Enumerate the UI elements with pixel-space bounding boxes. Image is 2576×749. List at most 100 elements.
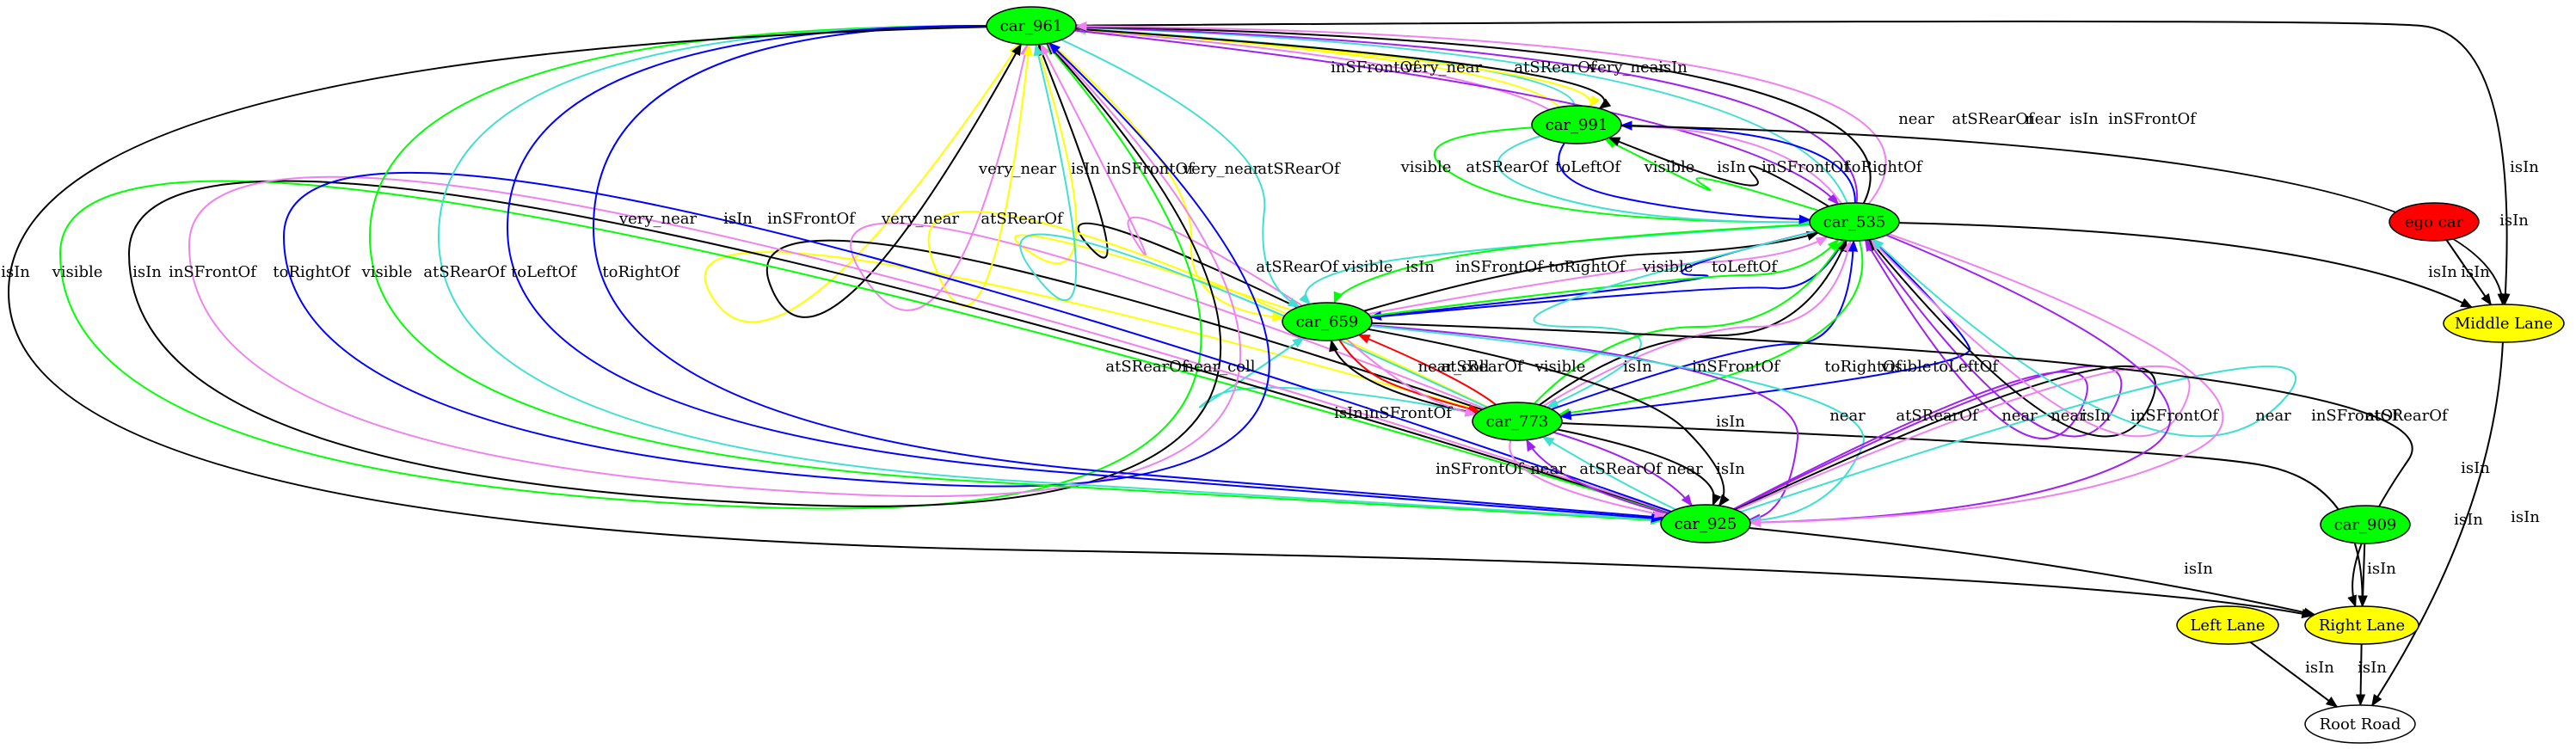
node-shape: [1472, 402, 1563, 441]
edge-label: near: [1829, 407, 1866, 425]
edge-label: atSRearOf: [1514, 58, 1597, 77]
node-shape: [1660, 504, 1751, 543]
node-car-961: car_961: [986, 6, 1077, 46]
edge-label: near: [2050, 407, 2087, 425]
node-label: car_961: [1000, 17, 1063, 35]
edge-car_991-inSFrontOf-car_961: [1073, 25, 1550, 111]
edge-label: isIn: [2428, 263, 2457, 281]
edge-label: near_coll: [1183, 358, 1255, 376]
node-car-773: car_773: [1472, 402, 1563, 441]
edge-label: inSFrontOf: [1761, 158, 1850, 176]
edge-car_659-near_coll-car_773: [1338, 339, 1481, 414]
edge-label: toRightOf: [602, 263, 679, 281]
edge-label: toRightOf: [1548, 258, 1626, 276]
node-label: Root Road: [2320, 715, 2401, 734]
edge-label: very_near: [1404, 58, 1483, 77]
edge-label: isIn: [1717, 158, 1746, 176]
edge-label: isIn: [1071, 160, 1100, 178]
edge-label: isIn: [132, 263, 162, 281]
node-right-lane: Right Lane: [2304, 605, 2419, 645]
node-layer: car_961car_991car_535car_659car_773car_9…: [986, 6, 2565, 744]
edge-label: isIn: [1716, 413, 1745, 431]
edge-label: isIn: [1716, 460, 1745, 478]
edge-label: isIn: [2069, 110, 2099, 128]
edge-label: toLeftOf: [1933, 358, 1999, 376]
edge-label: isIn: [723, 210, 753, 228]
node-shape: [2176, 605, 2279, 645]
edge-car_659-inSFrontOf-car_773: [1345, 338, 1478, 417]
edge-car_961-isIn-middle_lane: [1075, 20, 2511, 306]
edge-label: atSRearOf: [1257, 160, 1341, 178]
edge-car_535-visible-car_773: [1558, 240, 1864, 418]
edge-car_925-visible-car_961: [58, 42, 1669, 514]
edge-car_925-near-car_535: [1734, 238, 2123, 511]
edge-label: near: [2001, 407, 2038, 425]
edge-label: visible: [1880, 358, 1932, 376]
edge-car_659-visible-car_535: [1369, 238, 1840, 317]
edge-label: isIn: [1405, 258, 1435, 276]
edge-car_773-inSFrontOf-car_925: [1509, 439, 1667, 519]
edge-label: isIn: [2454, 511, 2483, 529]
edge-label: near_coll: [1417, 358, 1489, 376]
edge-car_925-isIn-car_535: [1735, 238, 2156, 511]
edge-label: isIn: [2367, 560, 2396, 578]
node-shape: [2304, 704, 2416, 744]
edge-label: isIn: [1623, 358, 1652, 376]
edge-label: inSFrontOf: [1106, 160, 1195, 178]
edge-label: toLeftOf: [511, 263, 577, 281]
edge-car_773-visible-car_535: [1533, 239, 1844, 405]
edge-car_991-atSRearOf-car_961: [1074, 24, 1576, 107]
edge-label: near: [2025, 110, 2061, 128]
edge-label: inSFrontOf: [1436, 460, 1524, 478]
edge-car_535-inSFrontOf-car_961: [1074, 21, 1887, 205]
node-shape: [986, 6, 1077, 46]
edge-label: isIn: [2184, 560, 2213, 578]
edge-car_773-isIn-car_961: [765, 43, 1483, 411]
edge-label: visible: [1534, 358, 1586, 376]
edge-label: isIn: [2305, 659, 2334, 677]
edge-label: isIn: [1334, 404, 1363, 422]
node-left-lane: Left Lane: [2176, 605, 2279, 645]
edge-car_961-near-car_535: [1074, 29, 1840, 206]
edge-car_535-atSRearOf-car_659: [1299, 224, 1811, 305]
edge-car_773-very_near-car_961: [704, 43, 1481, 412]
edge-car_773-near-car_925: [1553, 431, 1693, 507]
edge-label: very_near: [618, 210, 698, 228]
edge-car_961-toLeftOf-car_925: [506, 25, 1664, 523]
node-car-909: car_909: [2320, 505, 2411, 544]
edge-label: visible: [1342, 258, 1393, 276]
edge-car_773-very_near-car_961: [927, 43, 1489, 408]
edge-label: inSFrontOf: [2108, 110, 2197, 128]
edge-label: inSFrontOf: [2311, 407, 2400, 425]
edge-car_961-very_near-car_991: [1075, 28, 1601, 108]
edge-car_773-isIn-car_535: [1539, 239, 1847, 406]
edge-label: isIn: [2358, 659, 2387, 677]
edge-label: isIn: [2461, 263, 2490, 281]
edge-label: toLeftOf: [1712, 258, 1778, 276]
edge-car_659-very_near-car_961: [1014, 43, 1293, 311]
edge-label: atSRearOf: [1466, 158, 1549, 176]
edge-label: toRightOf: [1824, 358, 1902, 376]
node-shape: [2388, 202, 2480, 242]
edge-car_961-isIn-car_991: [1075, 28, 1612, 109]
edge-car_925-inSFrontOf-car_535: [1736, 238, 2191, 512]
edge-label: atSRearOf: [2365, 407, 2449, 425]
node-label: car_659: [1296, 313, 1359, 331]
edge-label: toRightOf: [273, 263, 350, 281]
node-label: Left Lane: [2190, 617, 2265, 635]
node-shape: [2304, 605, 2419, 645]
node-shape: [1531, 105, 1622, 144]
edge-car_991-isIn-middle_lane: [1620, 125, 2507, 306]
edge-car_925-isIn-right_lane: [1749, 526, 2316, 617]
edge-car_961-atSRearOf-car_659: [1061, 39, 1300, 308]
edge-car_925-isIn-car_961: [127, 42, 1670, 513]
edge-label: inSFrontOf: [1331, 58, 1419, 77]
node-label: car_909: [2334, 516, 2397, 534]
edge-car_773-isIn-car_925: [1557, 428, 1722, 506]
edge-car_773-atSRearOf-car_659: [1199, 336, 1477, 414]
edge-car_535-atSRearOf-car_961: [1074, 22, 1848, 204]
node-shape: [2443, 304, 2565, 343]
edge-left_lane-isIn-root_road: [2249, 641, 2339, 708]
